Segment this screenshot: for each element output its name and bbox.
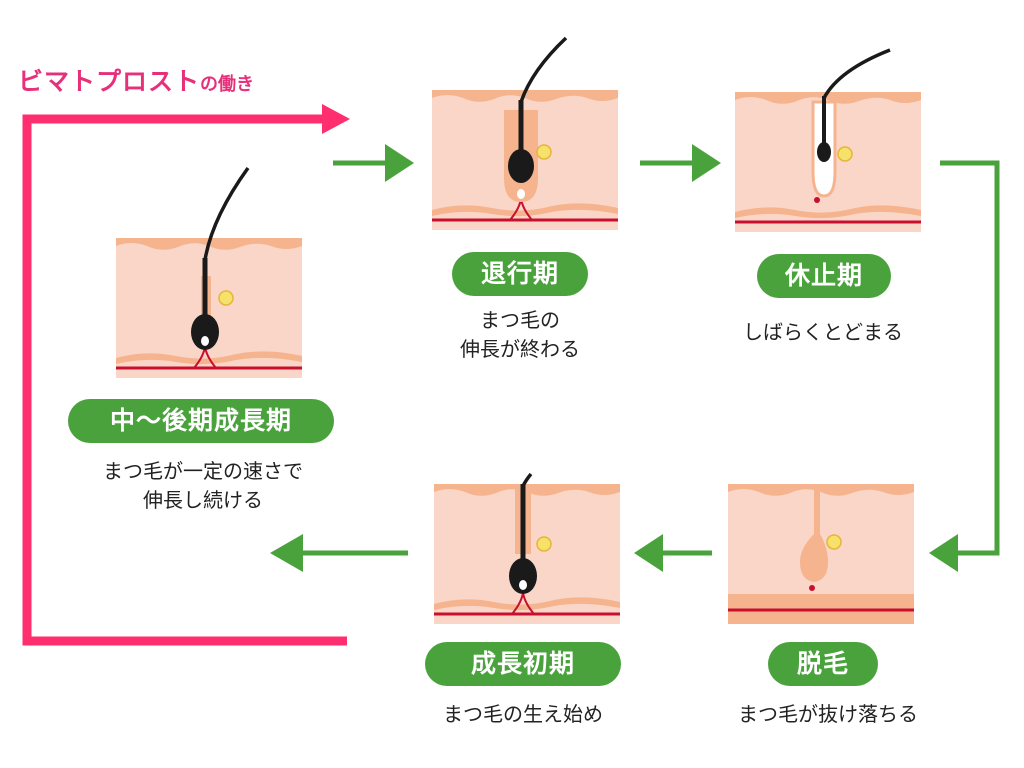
- label-regression: 退行期: [452, 252, 588, 296]
- label-shedding: 脱毛: [768, 642, 878, 686]
- panel-regression: [432, 36, 618, 230]
- arrowhead-early: [634, 534, 663, 572]
- desc-line: まつ毛が抜け落ちる: [738, 702, 918, 726]
- desc-shedding: まつ毛が抜け落ちる: [706, 700, 950, 729]
- arrow-resting-to-shedding: [940, 160, 1000, 556]
- arrowhead-regression: [385, 144, 414, 182]
- drug-arrowhead: [322, 104, 350, 134]
- panel-shedding: [728, 484, 914, 624]
- title-main: ビマトプロスト: [18, 67, 201, 96]
- panel-early-growth: [434, 472, 620, 624]
- desc-line: まつ毛が一定の速さで: [103, 459, 303, 483]
- arrowhead-resting: [692, 144, 721, 182]
- flow-arrows: [300, 160, 1000, 556]
- desc-resting: しばらくとどまる: [718, 318, 928, 347]
- arrowhead-mid: [270, 534, 303, 572]
- panel-resting: [735, 48, 921, 232]
- desc-regression: まつ毛の 伸長が終わる: [420, 306, 620, 364]
- label-mid-late-growth: 中〜後期成長期: [68, 399, 334, 443]
- desc-line: 伸長し続ける: [143, 488, 263, 512]
- desc-line: しばらくとどまる: [743, 320, 903, 344]
- desc-line: まつ毛の: [480, 308, 560, 332]
- panel-mid-late-growth: [116, 166, 302, 378]
- desc-early-growth: まつ毛の生え始め: [408, 700, 638, 729]
- drug-loop-arrow: [22, 114, 347, 646]
- desc-line: 伸長が終わる: [460, 337, 580, 361]
- arrowhead-shedding: [929, 534, 958, 572]
- title-sub: の働き: [200, 74, 255, 95]
- label-early-growth: 成長初期: [425, 642, 621, 686]
- bimatoprost-action-title: ビマトプロストの働き: [18, 62, 254, 98]
- desc-mid-late-growth: まつ毛が一定の速さで 伸長し続ける: [58, 457, 348, 515]
- desc-line: まつ毛の生え始め: [443, 702, 603, 726]
- label-resting: 休止期: [757, 254, 891, 298]
